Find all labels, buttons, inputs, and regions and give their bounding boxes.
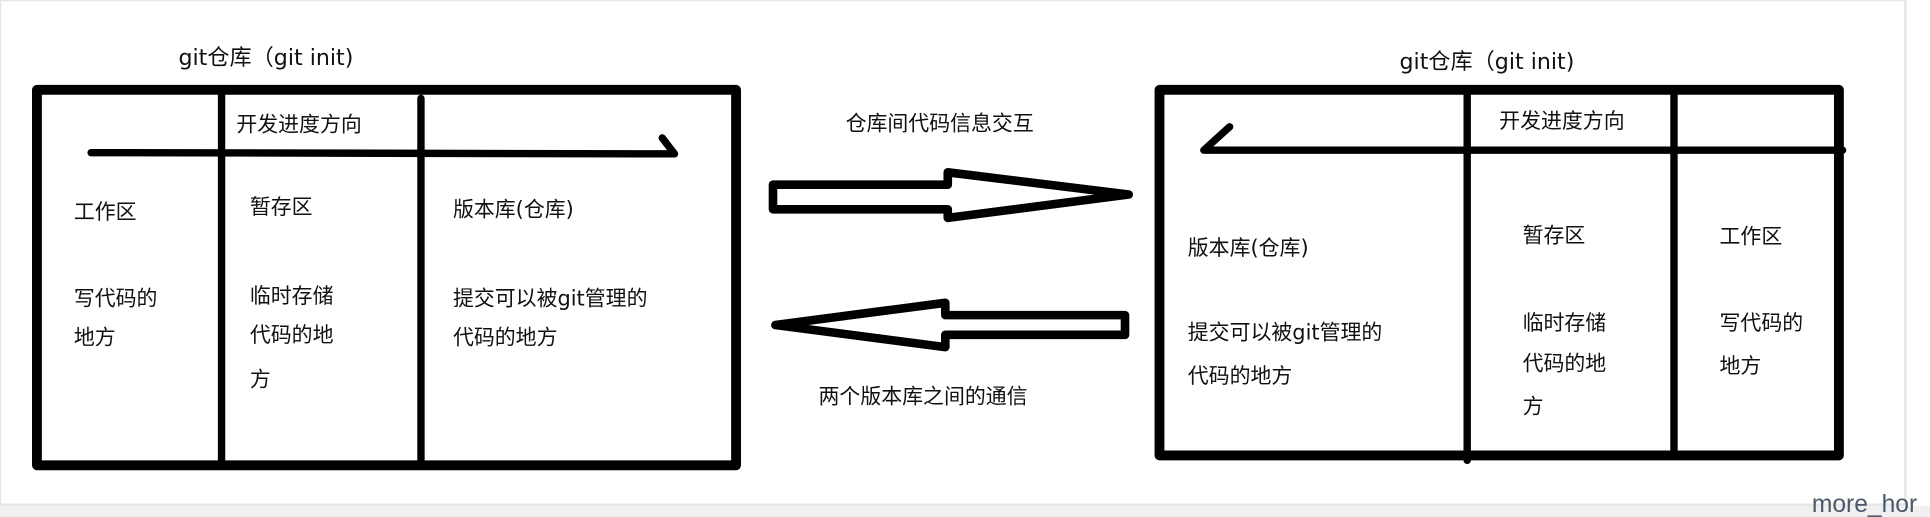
right-repo-box [1154,84,1844,461]
left-repo: git仓库（git init) 开发进度方向 工作区 写代码的 地方 暂存区 临… [32,45,741,471]
left-col1-line1: 写代码的 [74,286,158,310]
right-col3-line1: 写代码的 [1720,311,1804,335]
right-direction-arrow-icon [1200,123,1847,154]
right-col2-line2: 代码的地 [1523,352,1607,376]
right-col3-heading: 工作区 [1720,225,1783,249]
left-block-arrow-icon [771,298,1130,352]
left-col2-line3: 方 [250,368,271,392]
left-direction-label: 开发进度方向 [236,113,361,137]
right-col1-line2: 代码的地方 [1188,364,1293,388]
left-col1-line2: 地方 [74,326,116,350]
right-repo-title: git仓库（git init) [1399,49,1574,75]
footer-text: more_hor [1812,491,1917,517]
left-col2-heading: 暂存区 [250,195,313,219]
right-col2-heading: 暂存区 [1523,223,1586,247]
exchange-top-label: 仓库间代码信息交互 [846,111,1034,135]
left-repo-title: git仓库（git init) [178,45,353,71]
right-repo: git仓库（git init) 开发进度方向 版本库(仓库) 提交可以被git管… [1154,49,1847,465]
right-col3-line2: 地方 [1720,354,1762,378]
right-col1-line1: 提交可以被git管理的 [1188,321,1383,345]
right-block-arrow-icon [768,168,1134,223]
middle-exchange: 仓库间代码信息交互 两个版本库之间的通信 [768,111,1134,409]
right-direction-label: 开发进度方向 [1499,109,1624,133]
left-col3-line2: 代码的地方 [453,326,558,350]
right-col2-line1: 临时存储 [1523,311,1607,335]
right-col1-heading: 版本库(仓库) [1188,236,1309,260]
left-col1-heading: 工作区 [74,200,137,224]
left-col3-heading: 版本库(仓库) [453,198,574,222]
content-frame [0,0,1907,506]
exchange-bottom-label: 两个版本库之间的通信 [819,385,1028,409]
left-col2-line1: 临时存储 [250,284,334,308]
right-col2-line3: 方 [1523,395,1544,419]
bottom-bar [0,505,1930,517]
left-col3-line1: 提交可以被git管理的 [453,286,648,310]
left-direction-arrow-icon [87,134,679,158]
left-repo-box [32,84,741,471]
left-col2-line2: 代码的地 [250,323,334,347]
